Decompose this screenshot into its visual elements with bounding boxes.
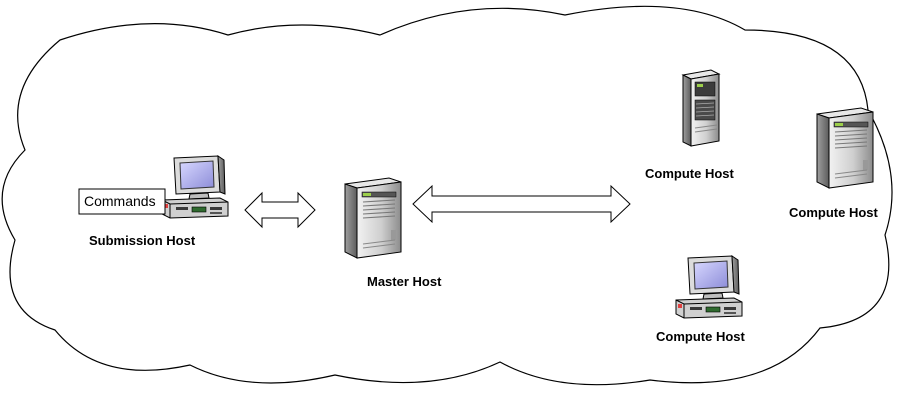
submission-host-label: Submission Host <box>89 233 196 248</box>
master-host-node: Master Host <box>344 177 442 289</box>
compute-host-node: Compute Host <box>656 255 746 344</box>
compute-host-node: Compute Host <box>789 107 879 220</box>
master-host-label: Master Host <box>367 274 442 289</box>
tower-server-icon <box>344 177 402 259</box>
submission-master-arrow <box>244 191 316 229</box>
slim-server-icon <box>682 69 720 147</box>
compute-host-node: Compute Host <box>645 69 735 181</box>
commands-label: Commands <box>84 193 156 209</box>
master-compute-arrow <box>412 184 631 224</box>
compute-host-label: Compute Host <box>656 329 746 344</box>
compute-host-label: Compute Host <box>789 205 879 220</box>
compute-host-label: Compute Host <box>645 166 735 181</box>
commands-box <box>78 188 166 215</box>
tower-server-icon <box>816 107 874 189</box>
submission-host-node: Commands Submission Host <box>78 155 229 248</box>
